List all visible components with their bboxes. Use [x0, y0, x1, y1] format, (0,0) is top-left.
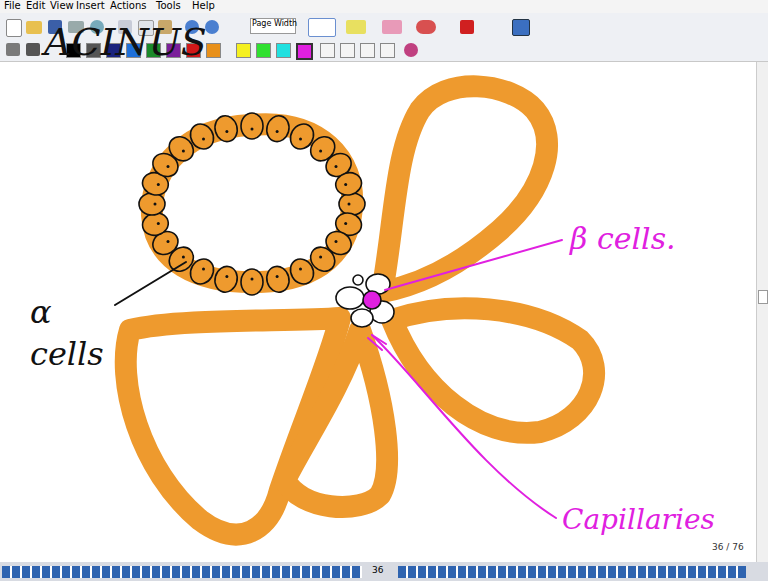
cell-nucleus: [299, 138, 302, 141]
cell-nucleus: [251, 128, 254, 131]
cell-nucleus: [167, 165, 170, 168]
cell-nucleus: [344, 183, 347, 186]
menu-item: Edit: [26, 0, 45, 11]
color-swatch: [296, 43, 313, 60]
cell-nucleus: [335, 165, 338, 168]
cell-nucleus: [276, 130, 279, 133]
acinar-cell: [264, 113, 292, 144]
fullscreen-icon: [512, 19, 530, 36]
cell-nucleus: [202, 268, 205, 271]
cell-nucleus: [225, 275, 228, 278]
acinar-cell: [212, 113, 240, 144]
highlighter-tool: [346, 20, 366, 34]
acinar-cell: [286, 255, 318, 289]
menu-item: View: [50, 0, 74, 11]
callout-label: Capillaries: [562, 505, 715, 536]
cell-nucleus: [319, 256, 322, 259]
cell-nucleus: [225, 130, 228, 133]
color-swatch: [320, 43, 335, 58]
leader-line: [385, 240, 562, 290]
acinar-cell: [264, 264, 292, 295]
menu-item: File: [4, 0, 21, 11]
acinar-cell: [212, 264, 240, 295]
title-handwriting: ACINUS: [44, 22, 207, 64]
cell-nucleus: [154, 203, 157, 206]
pen-tool: [308, 18, 336, 37]
menu-item: Help: [192, 0, 215, 11]
cell-nucleus: [157, 183, 160, 186]
cell-nucleus: [182, 256, 185, 259]
page-number: 36: [372, 566, 383, 576]
color-swatch: [360, 43, 375, 58]
page-counter: 36 / 76: [712, 543, 744, 553]
cell-nucleus: [202, 138, 205, 141]
new-icon: [6, 19, 22, 37]
color-swatch: [340, 43, 355, 58]
cell-nucleus: [157, 222, 160, 225]
color-swatch: [236, 43, 251, 58]
leader-line: [372, 335, 556, 518]
open-icon: [26, 21, 42, 34]
callout-label: α cells: [30, 292, 110, 375]
acinar-cell: [339, 193, 365, 215]
lasso-tool: [416, 20, 436, 34]
acinus-lobe: [382, 86, 547, 292]
cell-nucleus: [251, 278, 254, 281]
acinar-cell: [139, 193, 165, 215]
acinar-cell: [333, 170, 364, 198]
acinus-lobe: [392, 308, 594, 433]
leader-line: [115, 262, 186, 305]
color-swatch: [276, 43, 291, 58]
menu-item: Actions: [110, 0, 147, 11]
acinus-lobe: [285, 330, 387, 507]
bold-icon: [6, 43, 20, 56]
redo-icon: [205, 20, 219, 34]
scroll-thumb: [758, 290, 768, 304]
cell-nucleus: [335, 240, 338, 243]
acinar-cell: [241, 269, 263, 295]
page-strip-left: [2, 566, 362, 578]
menu-item: Insert: [76, 0, 105, 11]
cell-nucleus: [167, 240, 170, 243]
color-swatch: [380, 43, 395, 58]
acinar-cell: [241, 113, 263, 139]
islet-cells: [336, 274, 394, 327]
zoom-dropdown: Page Width: [252, 20, 297, 29]
color-swatch: [256, 43, 271, 58]
palette-icon: [404, 43, 418, 57]
page-strip-right: [398, 566, 746, 578]
acinar-cell: [186, 120, 218, 154]
scroll-bar: [756, 62, 768, 562]
leader-line: [368, 335, 386, 350]
cell-nucleus: [348, 203, 351, 206]
acinus-lobe: [152, 124, 352, 282]
cell-nucleus: [344, 222, 347, 225]
cell-nucleus: [319, 150, 322, 153]
cell-nucleus: [299, 268, 302, 271]
cell-nucleus: [276, 275, 279, 278]
color-swatch: [206, 43, 221, 58]
menu-item: Tools: [156, 0, 181, 11]
cell-nucleus: [182, 150, 185, 153]
callout-label: β cells.: [570, 222, 676, 255]
eraser-tool: [382, 20, 402, 34]
pen-icon: [26, 43, 40, 56]
flag-tool: [460, 20, 474, 34]
